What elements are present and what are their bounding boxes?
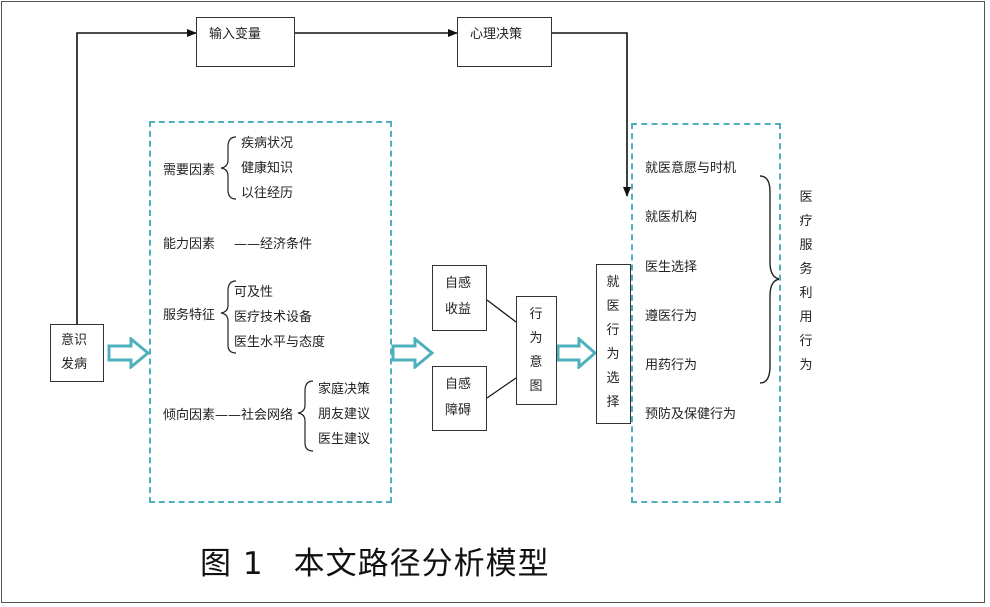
outcomes-group — [631, 123, 781, 503]
behavior-intention-box: 行 为 意 图 — [516, 296, 557, 405]
brace-tendency — [297, 380, 314, 452]
mental-decision-box: 心理决策 — [457, 17, 552, 67]
arrow-decision-to-outcomes — [552, 32, 631, 197]
barrier-line2: 障碍 — [445, 403, 472, 418]
choice-char-6: 择 — [606, 395, 620, 410]
tendency-item-1: 家庭决策 — [318, 382, 371, 397]
util-char-6: 用 — [799, 310, 813, 325]
intention-char-3: 意 — [529, 355, 543, 370]
factors-group — [149, 121, 392, 503]
perceived-barrier-box: 自感 障碍 — [432, 366, 487, 431]
util-char-8: 为 — [799, 358, 813, 373]
figure-caption: 图 1 本文路径分析模型 — [200, 538, 550, 583]
medical-choice-box: 就 医 行 为 选 择 — [596, 264, 631, 424]
barrier-line1: 自感 — [445, 377, 472, 392]
benefit-line2: 收益 — [445, 302, 472, 317]
tendency-item-2: 朋友建议 — [318, 407, 371, 422]
util-char-3: 服 — [799, 238, 813, 253]
choice-char-1: 就 — [606, 275, 620, 290]
onset-box: 意识 发病 — [50, 324, 104, 382]
brace-service — [220, 280, 237, 354]
figure-number: 图 1 — [200, 546, 264, 582]
brace-need — [220, 136, 237, 200]
choice-char-4: 为 — [606, 347, 620, 362]
choice-char-2: 医 — [606, 299, 620, 314]
intention-char-2: 为 — [529, 331, 543, 346]
need-factor-label: 需要因素 — [163, 163, 216, 178]
input-variable-label: 输入变量 — [209, 27, 262, 42]
service-utilization-label: 医 疗 服 务 利 用 行 为 — [798, 186, 814, 378]
tendency-factor-label: 倾向因素——社会网络 — [163, 408, 294, 423]
onset-line1: 意识 — [61, 333, 88, 348]
util-char-4: 务 — [799, 262, 813, 277]
flow-arrow-1 — [107, 337, 151, 369]
outcome-2: 就医机构 — [645, 210, 698, 225]
flow-arrow-3 — [556, 337, 598, 369]
outcome-5: 用药行为 — [645, 358, 698, 373]
benefit-line1: 自感 — [445, 276, 472, 291]
util-char-1: 医 — [799, 190, 813, 205]
outcome-1: 就医意愿与时机 — [645, 161, 737, 176]
choice-char-5: 选 — [606, 371, 620, 386]
arrow-start-to-input — [76, 29, 197, 324]
tendency-item-3: 医生建议 — [318, 432, 371, 447]
figure-title: 本文路径分析模型 — [293, 546, 550, 582]
perceived-benefit-box: 自感 收益 — [432, 265, 487, 331]
line-barrier-to-intention — [486, 377, 517, 399]
outcome-4: 遵医行为 — [645, 309, 698, 324]
mental-decision-label: 心理决策 — [470, 27, 523, 42]
util-char-2: 疗 — [799, 214, 813, 229]
flow-arrow-2 — [391, 337, 435, 369]
need-item-3: 以往经历 — [241, 186, 294, 201]
outcome-3: 医生选择 — [645, 260, 698, 275]
need-item-1: 疾病状况 — [241, 136, 294, 151]
outcome-6: 预防及保健行为 — [645, 407, 737, 422]
util-char-5: 利 — [799, 286, 813, 301]
intention-char-1: 行 — [529, 307, 543, 322]
ability-factor-label: 能力因素 — [163, 237, 216, 252]
service-item-3: 医生水平与态度 — [234, 335, 326, 350]
intention-char-4: 图 — [529, 379, 543, 394]
service-factor-label: 服务特征 — [163, 308, 216, 323]
onset-line2: 发病 — [61, 357, 88, 372]
line-benefit-to-intention — [486, 299, 517, 323]
input-variable-box: 输入变量 — [196, 17, 295, 67]
ability-factor-detail: ——经济条件 — [234, 237, 313, 252]
service-item-1: 可及性 — [234, 285, 274, 300]
need-item-2: 健康知识 — [241, 161, 294, 176]
service-item-2: 医疗技术设备 — [234, 310, 313, 325]
choice-char-3: 行 — [606, 323, 620, 338]
util-char-7: 行 — [799, 334, 813, 349]
